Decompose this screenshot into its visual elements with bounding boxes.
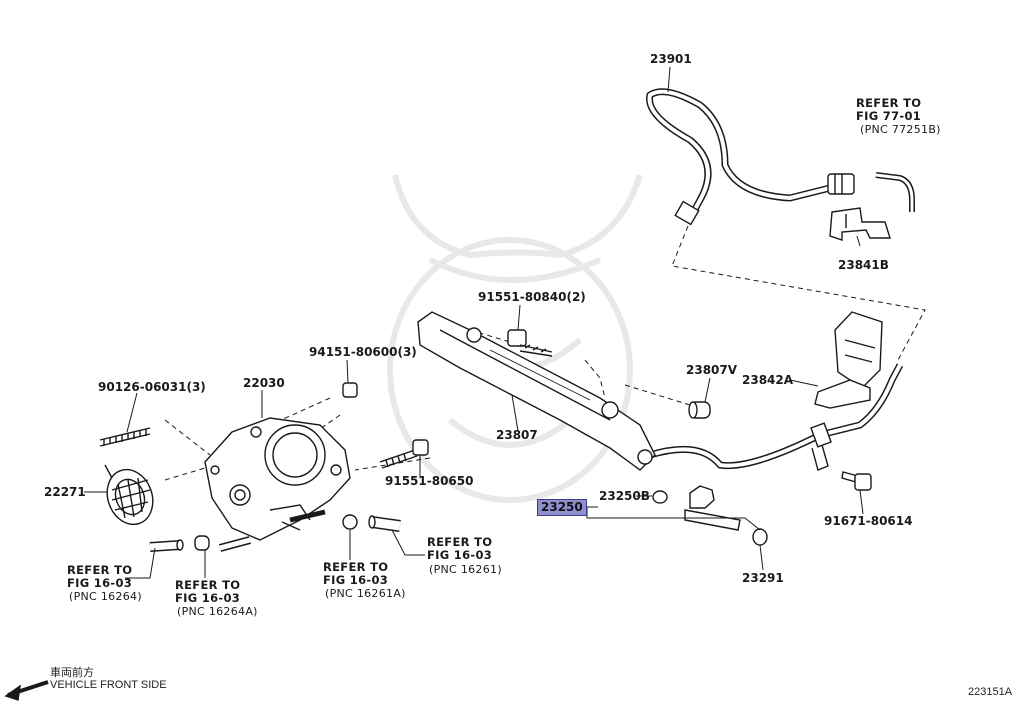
refer-16261-line1[interactable]: REFER TO — [427, 535, 493, 549]
connector-23842a[interactable] — [814, 311, 883, 409]
hose-clamp-16261a — [342, 514, 401, 532]
label-91551-80840[interactable]: 91551-80840(2) — [478, 290, 586, 304]
direction-en: VEHICLE FRONT SIDE — [50, 679, 167, 691]
refer-16264a-line3[interactable]: (PNC 16264A) — [177, 605, 258, 618]
refer-16264a-line1[interactable]: REFER TO — [175, 578, 241, 592]
label-23807v[interactable]: 23807V — [686, 363, 738, 377]
bolt-91551-80840[interactable] — [507, 329, 553, 357]
label-23807[interactable]: 23807 — [496, 428, 538, 442]
refer-16264-line2[interactable]: FIG 16-03 — [67, 576, 133, 590]
label-23250[interactable]: 23250 — [537, 499, 587, 516]
refer-16264a-line2[interactable]: FIG 16-03 — [175, 591, 241, 605]
watermark-emblem — [387, 174, 643, 503]
label-90126-06031[interactable]: 90126-06031(3) — [98, 380, 206, 394]
delivery-pipe-23807[interactable] — [417, 311, 656, 471]
refer-16264-line1[interactable]: REFER TO — [67, 563, 133, 577]
label-23842a[interactable]: 23842A — [742, 373, 794, 387]
label-23901[interactable]: 23901 — [650, 52, 692, 66]
bolt-91671-80614[interactable] — [841, 471, 872, 491]
nut-94151[interactable] — [342, 382, 358, 398]
refer-16261-line2[interactable]: FIG 16-03 — [427, 548, 493, 562]
clamp-23841b[interactable] — [829, 207, 891, 241]
small-hoses — [149, 535, 252, 552]
figure-code: 223151A — [968, 686, 1013, 698]
refer-77-line1[interactable]: REFER TO — [856, 96, 922, 110]
label-23250b[interactable]: 23250B — [599, 489, 650, 503]
label-22271[interactable]: 22271 — [44, 485, 86, 499]
label-91551-80650[interactable]: 91551-80650 — [385, 474, 474, 488]
stud-bolt-90126[interactable] — [99, 427, 151, 447]
label-23841b[interactable]: 23841B — [838, 258, 889, 272]
label-23291[interactable]: 23291 — [742, 571, 784, 585]
bolt-91551-80650[interactable] — [379, 439, 429, 469]
leader-lines — [84, 66, 864, 579]
label-22030[interactable]: 22030 — [243, 376, 285, 390]
throttle-body-22030[interactable] — [204, 417, 351, 541]
direction-jp: 車両前方 — [50, 667, 94, 679]
refer-77-line2[interactable]: FIG 77-01 — [856, 109, 922, 123]
refer-16261a-line1[interactable]: REFER TO — [323, 560, 389, 574]
fuel-hose-23901[interactable] — [646, 88, 855, 226]
insulator-23807v[interactable] — [688, 401, 711, 419]
refer-16261-line3[interactable]: (PNC 16261) — [429, 563, 502, 576]
label-91671-80614[interactable]: 91671-80614 — [824, 514, 913, 528]
label-94151-80600[interactable]: 94151-80600(3) — [309, 345, 417, 359]
refer-77-tube — [875, 172, 915, 212]
injector-23250[interactable] — [652, 485, 768, 546]
refer-16264-line3[interactable]: (PNC 16264) — [69, 590, 142, 603]
front-arrow-icon — [4, 680, 49, 701]
refer-16261a-line3[interactable]: (PNC 16261A) — [325, 587, 406, 600]
refer-16261a-line2[interactable]: FIG 16-03 — [323, 573, 389, 587]
gasket-22271[interactable] — [100, 463, 160, 531]
fuel-pipe — [648, 363, 904, 471]
refer-77-line3[interactable]: (PNC 77251B) — [860, 123, 941, 136]
